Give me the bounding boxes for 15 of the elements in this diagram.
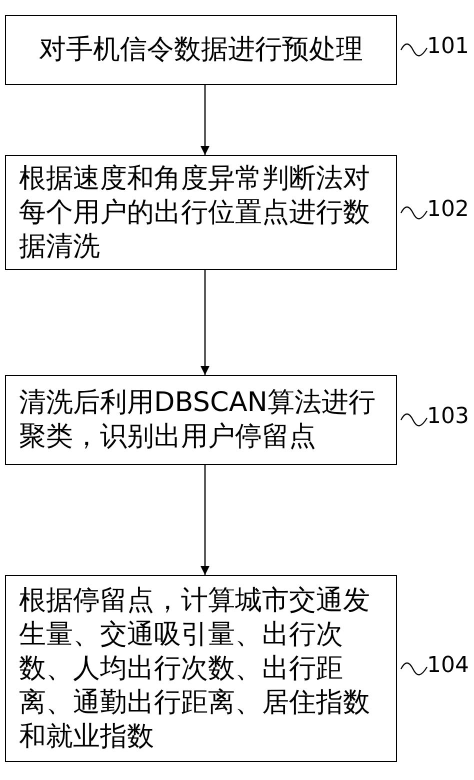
process-box [5,155,397,270]
arrow [200,465,210,575]
arrow [200,270,210,375]
step-text: 清洗后利用DBSCAN算法进行聚类，识别出用户停留点 [19,386,376,454]
process-box [5,15,397,85]
reference-number: 101 [427,34,469,60]
process-box [5,575,397,762]
step-text: 对手机信令数据进行预处理 [39,33,363,67]
reference-number: 102 [427,196,469,222]
reference-number: 104 [427,652,469,678]
reference-number: 103 [427,404,469,430]
process-box [5,375,397,465]
step-text: 根据速度和角度异常判断法对每个用户的出行位置点进行数据清洗 [19,162,371,264]
step-text: 根据停留点，计算城市交通发生量、交通吸引量、出行次数、人均出行次数、出行距离、通勤出行距离、居住指数和就业指数 [19,584,371,754]
arrow [200,85,210,155]
